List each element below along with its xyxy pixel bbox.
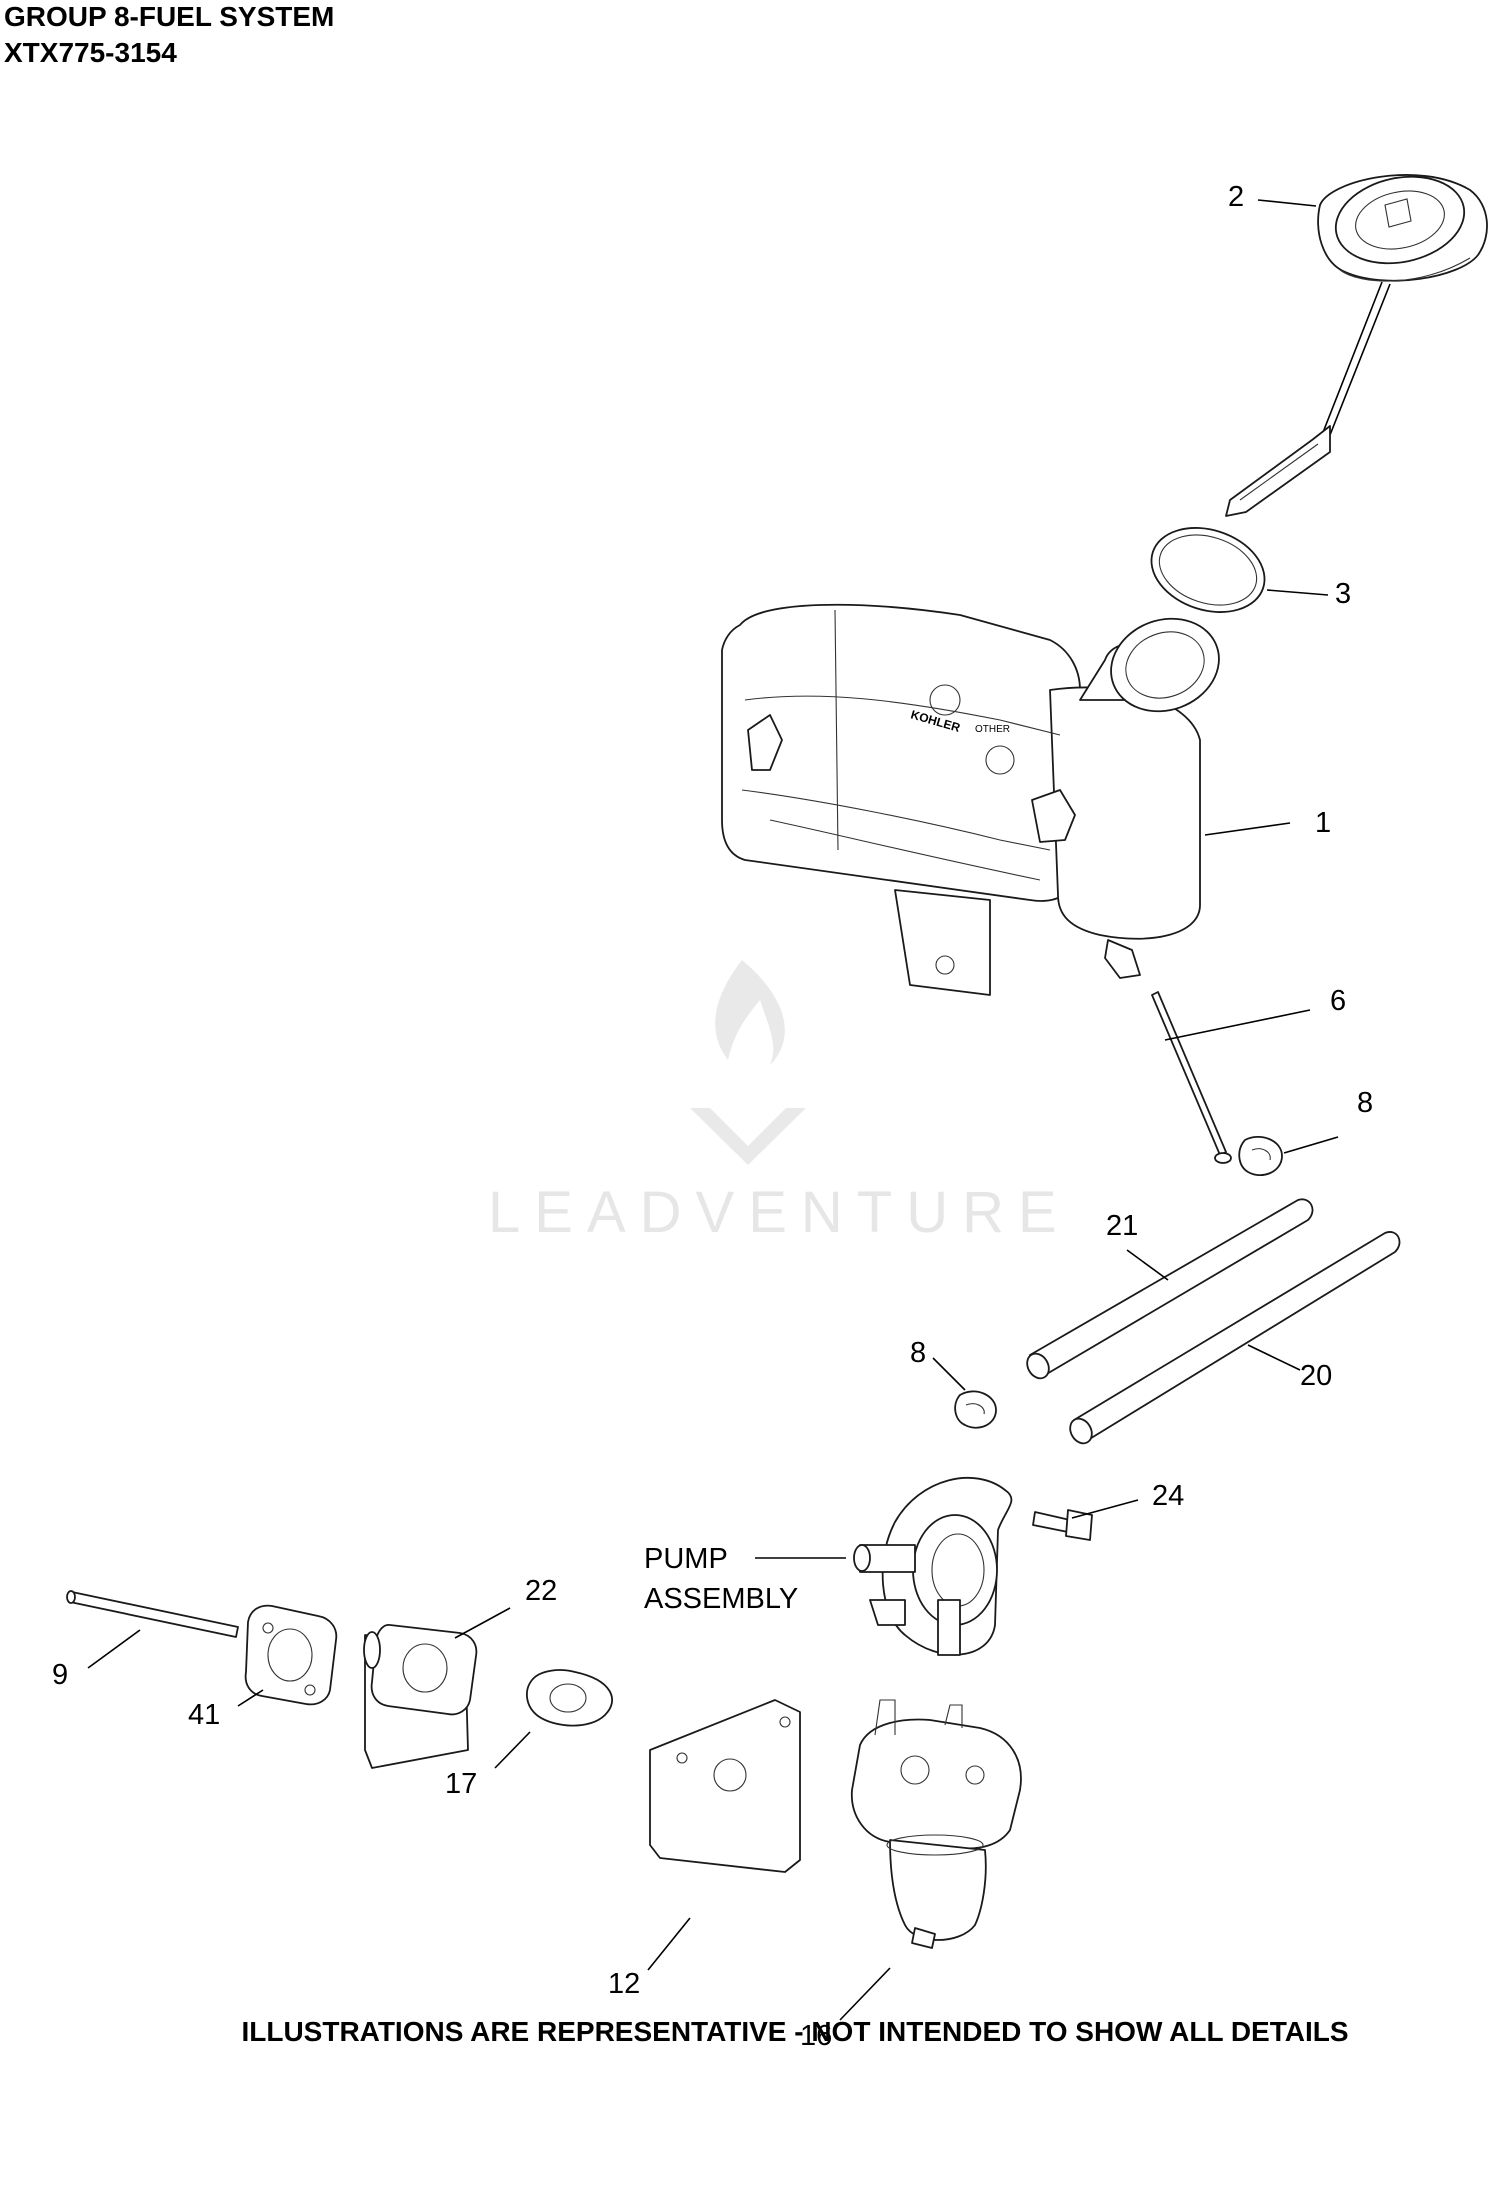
part-fuel-tank: KOHLER OTHER [721, 603, 1220, 996]
diagram-model-number: XTX775-3154 [4, 37, 177, 68]
part-pump-assembly [853, 1477, 1013, 1656]
callout-3: 3 [1335, 578, 1351, 610]
callout-16: 16 [800, 2020, 832, 2052]
tank-recycle-marking: OTHER [975, 724, 1010, 735]
part-fuel-hose-20 [1069, 1231, 1401, 1445]
part-heat-shield [649, 1699, 801, 1873]
part-fuel-cap [1225, 174, 1488, 517]
watermark-text: LEADVENTURE [488, 1180, 1071, 1245]
part-fuel-hose-21 [1026, 1198, 1314, 1380]
callout-numbers: 2 3 1 6 8 21 20 8 24 PUMP ASSEMBLY 22 9 … [52, 181, 1373, 2052]
callout-20: 20 [1300, 1360, 1332, 1392]
part-stud [66, 1590, 239, 1638]
watermark-logo: LEADVENTURE [488, 960, 1071, 1245]
callout-1: 1 [1315, 807, 1331, 839]
part-spacer-22 [363, 1624, 478, 1769]
callout-12: 12 [608, 1968, 640, 2000]
callout-24: 24 [1152, 1480, 1184, 1512]
part-fuel-pin [1151, 991, 1232, 1164]
callout-6: 6 [1330, 985, 1346, 1017]
part-hose-clamp-lower [954, 1390, 997, 1429]
callout-17: 17 [445, 1768, 477, 1800]
callout-leaders [87, 199, 1339, 2021]
callout-22: 22 [525, 1575, 557, 1607]
part-gasket-17 [526, 1669, 614, 1727]
callout-2: 2 [1228, 181, 1244, 213]
part-gasket-ring [1150, 527, 1266, 613]
callout-8-upper: 8 [1357, 1087, 1373, 1119]
diagram-group-title: GROUP 8-FUEL SYSTEM [4, 1, 335, 32]
callout-pump-line2: ASSEMBLY [644, 1583, 798, 1615]
callout-41: 41 [188, 1699, 220, 1731]
disclaimer-footer: ILLUSTRATIONS ARE REPRESENTATIVE - NOT I… [241, 2016, 1349, 2047]
callout-21: 21 [1106, 1210, 1138, 1242]
part-carburetor [851, 1699, 1022, 1949]
callout-9: 9 [52, 1659, 68, 1691]
callout-pump-line1: PUMP [644, 1543, 728, 1575]
part-hose-clamp-upper [1238, 1135, 1283, 1177]
callout-8-lower: 8 [910, 1337, 926, 1369]
part-gasket-41 [244, 1604, 338, 1706]
